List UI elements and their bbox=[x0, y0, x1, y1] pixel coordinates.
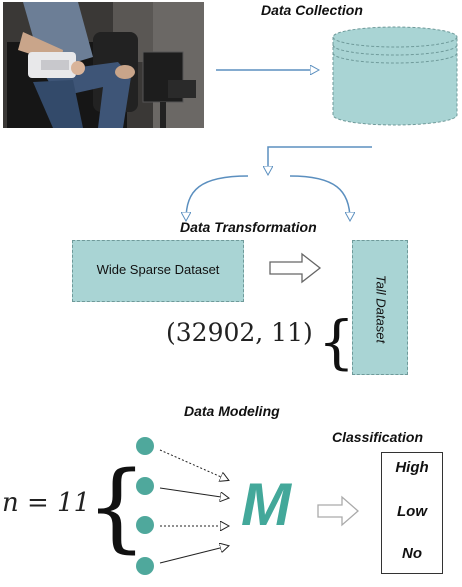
class-low: Low bbox=[397, 503, 427, 520]
heading-data-collection: Data Collection bbox=[261, 2, 363, 18]
feature-node bbox=[136, 437, 154, 455]
wide-sparse-dataset-box: Wide Sparse Dataset bbox=[72, 240, 244, 302]
tall-dataset-box: Tall Dataset bbox=[352, 240, 408, 375]
dataset-shape: (32902, 11) bbox=[166, 318, 313, 347]
database-icon bbox=[332, 26, 458, 126]
data-collection-photo bbox=[3, 2, 204, 128]
feature-node bbox=[136, 516, 154, 534]
heading-data-transformation: Data Transformation bbox=[180, 219, 317, 235]
heading-data-modeling: Data Modeling bbox=[184, 403, 280, 419]
tall-brace: { bbox=[318, 308, 355, 376]
split-arrow-left bbox=[186, 175, 249, 220]
node-arrow bbox=[159, 449, 228, 480]
feature-brace: { bbox=[86, 451, 147, 563]
classify-block-arrow bbox=[317, 495, 359, 527]
class-high: High bbox=[395, 459, 429, 476]
classification-box: High Low No bbox=[381, 452, 443, 574]
heading-classification: Classification bbox=[332, 429, 424, 445]
feature-count: n = 11 bbox=[2, 488, 91, 518]
node-arrow bbox=[159, 546, 228, 564]
feature-node bbox=[136, 477, 154, 495]
class-no: No bbox=[402, 545, 422, 562]
transform-connector bbox=[268, 146, 372, 174]
transform-block-arrow bbox=[269, 252, 322, 284]
model-symbol: M bbox=[241, 471, 291, 538]
tall-dataset-label: Tall Dataset bbox=[373, 274, 389, 344]
wide-sparse-dataset-label: Wide Sparse Dataset bbox=[96, 262, 220, 277]
node-arrow bbox=[159, 487, 228, 498]
feature-node bbox=[136, 557, 154, 575]
split-arrow-right bbox=[289, 175, 350, 220]
